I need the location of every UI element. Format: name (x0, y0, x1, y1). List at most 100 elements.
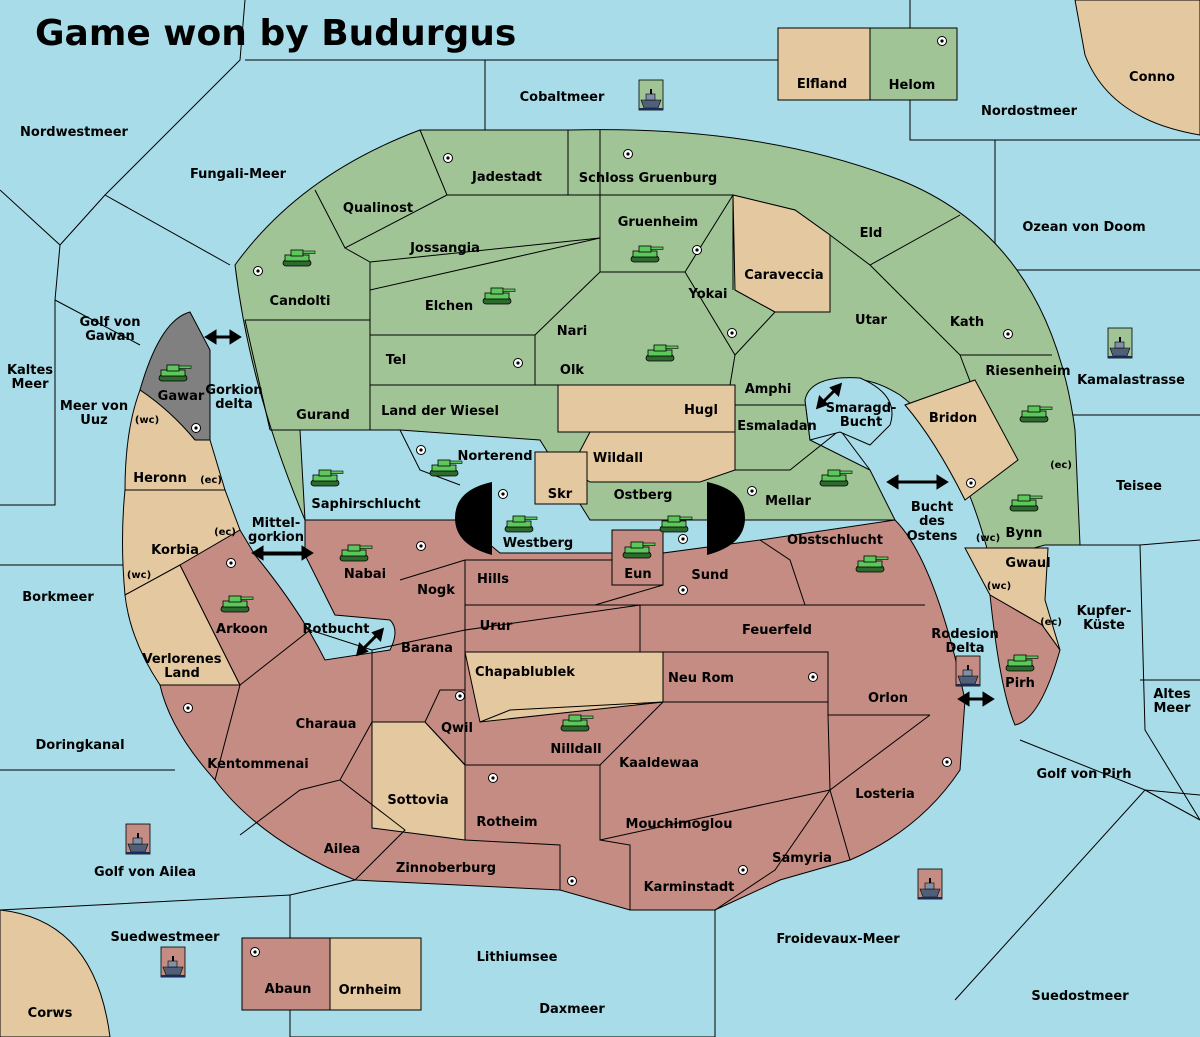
supply-center-icon (253, 266, 263, 276)
tank-icon[interactable] (622, 541, 656, 559)
tank-icon[interactable] (310, 469, 344, 487)
tank-icon[interactable] (1009, 494, 1043, 512)
tank-icon[interactable] (1005, 654, 1039, 672)
supply-center-icon (443, 153, 453, 163)
label-schloss-gruenburg: Schloss Gruenburg (579, 171, 717, 186)
supply-center-icon (937, 36, 947, 46)
supply-center-icon (250, 947, 260, 957)
label-helom: Helom (889, 78, 936, 93)
ship-icon[interactable] (1107, 327, 1133, 359)
label-utar: Utar (855, 313, 888, 328)
label-nilldall: Nilldall (550, 742, 601, 757)
supply-center-icon (692, 245, 702, 255)
label-esmaladan: Esmaladan (737, 419, 817, 434)
rotbucht-sea (253, 554, 396, 661)
bridon-region[interactable] (904, 379, 1019, 501)
game-title: Game won by Budurgus (35, 13, 516, 54)
coast-label: (ec) (200, 475, 222, 486)
label-skr: Skr (548, 487, 573, 502)
coast-label: (ec) (1040, 617, 1062, 628)
supply-center-icon (1003, 329, 1013, 339)
tank-icon[interactable] (630, 245, 664, 263)
double-arrow-icon (957, 691, 995, 707)
ship-icon[interactable] (125, 823, 151, 855)
skr-region[interactable] (534, 451, 588, 505)
ship-icon[interactable] (638, 79, 664, 111)
label-golf-von-ailea: Golf von Ailea (94, 865, 196, 880)
corws-island (0, 909, 111, 1037)
label-barana: Barana (401, 641, 453, 656)
supply-center-icon (966, 478, 976, 488)
supply-center-icon (678, 534, 688, 544)
label-obstschlucht: Obstschlucht (787, 533, 883, 548)
label-wildall: Wildall (593, 451, 643, 466)
tank-icon[interactable] (504, 515, 538, 533)
label-yokai: Yokai (687, 287, 727, 302)
label-korbia: Korbia (151, 543, 199, 558)
tank-icon[interactable] (819, 469, 853, 487)
elfland-region[interactable] (777, 27, 871, 101)
supply-center-icon (416, 445, 426, 455)
caraveccia-region[interactable] (732, 194, 831, 313)
tank-icon[interactable] (282, 249, 316, 267)
label-kath: Kath (950, 315, 984, 330)
label-tel: Tel (386, 353, 406, 368)
label-nari: Nari (557, 324, 588, 339)
label-urur: Urur (480, 619, 513, 634)
tank-icon[interactable] (1019, 405, 1053, 423)
label-norterend: Norterend (457, 449, 532, 464)
double-arrow-icon (204, 329, 242, 345)
tank-icon[interactable] (659, 515, 693, 533)
tank-icon[interactable] (220, 595, 254, 613)
label-kupfer-kueste: Kupfer-Küste (1077, 604, 1132, 633)
label-land-der-wiesel: Land der Wiesel (381, 404, 499, 419)
ornheim-region[interactable] (329, 937, 422, 1011)
supply-center-icon (455, 691, 465, 701)
smaragd-bucht-sea (804, 377, 893, 446)
tank-icon[interactable] (560, 714, 594, 732)
label-caraveccia: Caraveccia (744, 268, 823, 283)
tank-icon[interactable] (339, 544, 373, 562)
label-eld: Eld (860, 226, 883, 241)
double-arrow-icon (355, 627, 385, 657)
label-nogk: Nogk (417, 583, 455, 598)
label-rotbucht: Rotbucht (303, 622, 370, 637)
label-mellar: Mellar (765, 494, 811, 509)
label-gawar: Gawar (158, 389, 205, 404)
tank-icon[interactable] (482, 287, 516, 305)
label-smaragd-bucht: Smaragd-Bucht (826, 401, 897, 430)
supply-center-icon (183, 703, 193, 713)
ship-icon[interactable] (955, 655, 981, 687)
supply-center-icon (808, 672, 818, 682)
label-daxmeer: Daxmeer (539, 1002, 605, 1017)
coast-label: (ec) (214, 527, 236, 538)
label-ostberg: Ostberg (614, 488, 673, 503)
tank-icon[interactable] (855, 555, 889, 573)
ship-icon[interactable] (160, 946, 186, 978)
supply-center-icon (567, 876, 577, 886)
label-mouchimoglou: Mouchimoglou (626, 817, 733, 832)
label-jadestadt: Jadestadt (471, 170, 542, 185)
label-sund: Sund (691, 568, 728, 583)
supply-center-icon (498, 489, 508, 499)
double-arrow-icon (251, 545, 314, 561)
label-chapablublek: Chapablublek (475, 665, 575, 680)
supply-center-icon (678, 585, 688, 595)
label-nordwestmeer: Nordwestmeer (20, 125, 128, 140)
tank-icon[interactable] (429, 459, 463, 477)
tank-icon[interactable] (158, 364, 192, 382)
label-pirh: Pirh (1005, 676, 1035, 691)
label-olk: Olk (560, 363, 585, 378)
label-jossangia: Jossangia (409, 241, 480, 256)
tank-icon[interactable] (645, 344, 679, 362)
label-kamalastrasse: Kamalastrasse (1077, 373, 1185, 388)
label-corws: Corws (28, 1006, 73, 1021)
ship-icon[interactable] (917, 868, 943, 900)
label-hills: Hills (477, 572, 509, 587)
label-bridon: Bridon (929, 411, 977, 426)
